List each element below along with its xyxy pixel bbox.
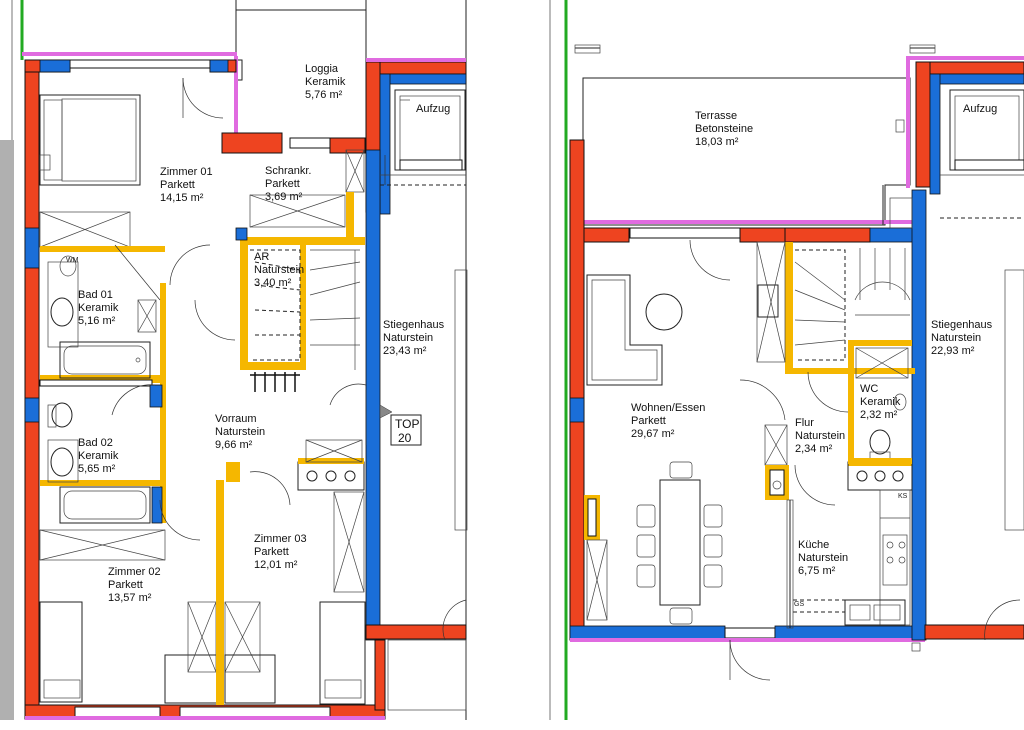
aufzug-label-left: Aufzug — [416, 103, 450, 115]
stair-grate — [250, 372, 300, 392]
right-floor-plan — [549, 0, 1024, 720]
staircase-right — [794, 248, 911, 361]
fridge-label: KS — [898, 493, 908, 500]
dishwasher-label: GS — [794, 601, 804, 608]
washing-machine-label: WM — [66, 257, 79, 264]
staircase-left — [250, 249, 361, 370]
left-floor-plan — [0, 0, 468, 720]
aufzug-label-right: Aufzug — [963, 103, 997, 115]
